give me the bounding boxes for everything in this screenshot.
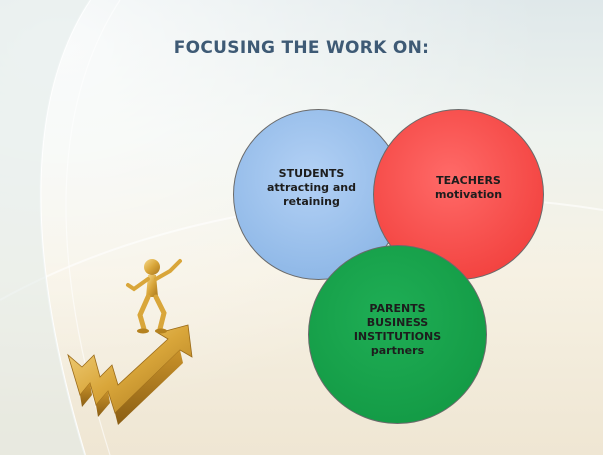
teachers-line-2: motivation [434,187,503,201]
students-line-1: STUDENTS [278,166,345,180]
students-circle-text: STUDENTS attracting and retaining [267,167,356,209]
students-line-2: attracting and [267,180,356,194]
teachers-line-1: TEACHERS [436,173,501,187]
parents-circle-text: PARENTS BUSINESS INSTITUTIONS partners [354,302,441,358]
parents-circle: PARENTS BUSINESS INSTITUTIONS partners [308,245,487,424]
slide-title: FOCUSING THE WORK ON: [173,38,430,58]
teachers-circle-text: TEACHERS motivation [435,174,502,202]
parents-line-3: INSTITUTIONS [353,329,442,343]
students-line-3: retaining [283,194,340,208]
parents-line-2: BUSINESS [366,315,429,329]
parents-line-4: partners [370,343,425,357]
parents-line-1: PARENTS [369,301,426,315]
figure-on-rising-arrow-icon [67,259,193,425]
